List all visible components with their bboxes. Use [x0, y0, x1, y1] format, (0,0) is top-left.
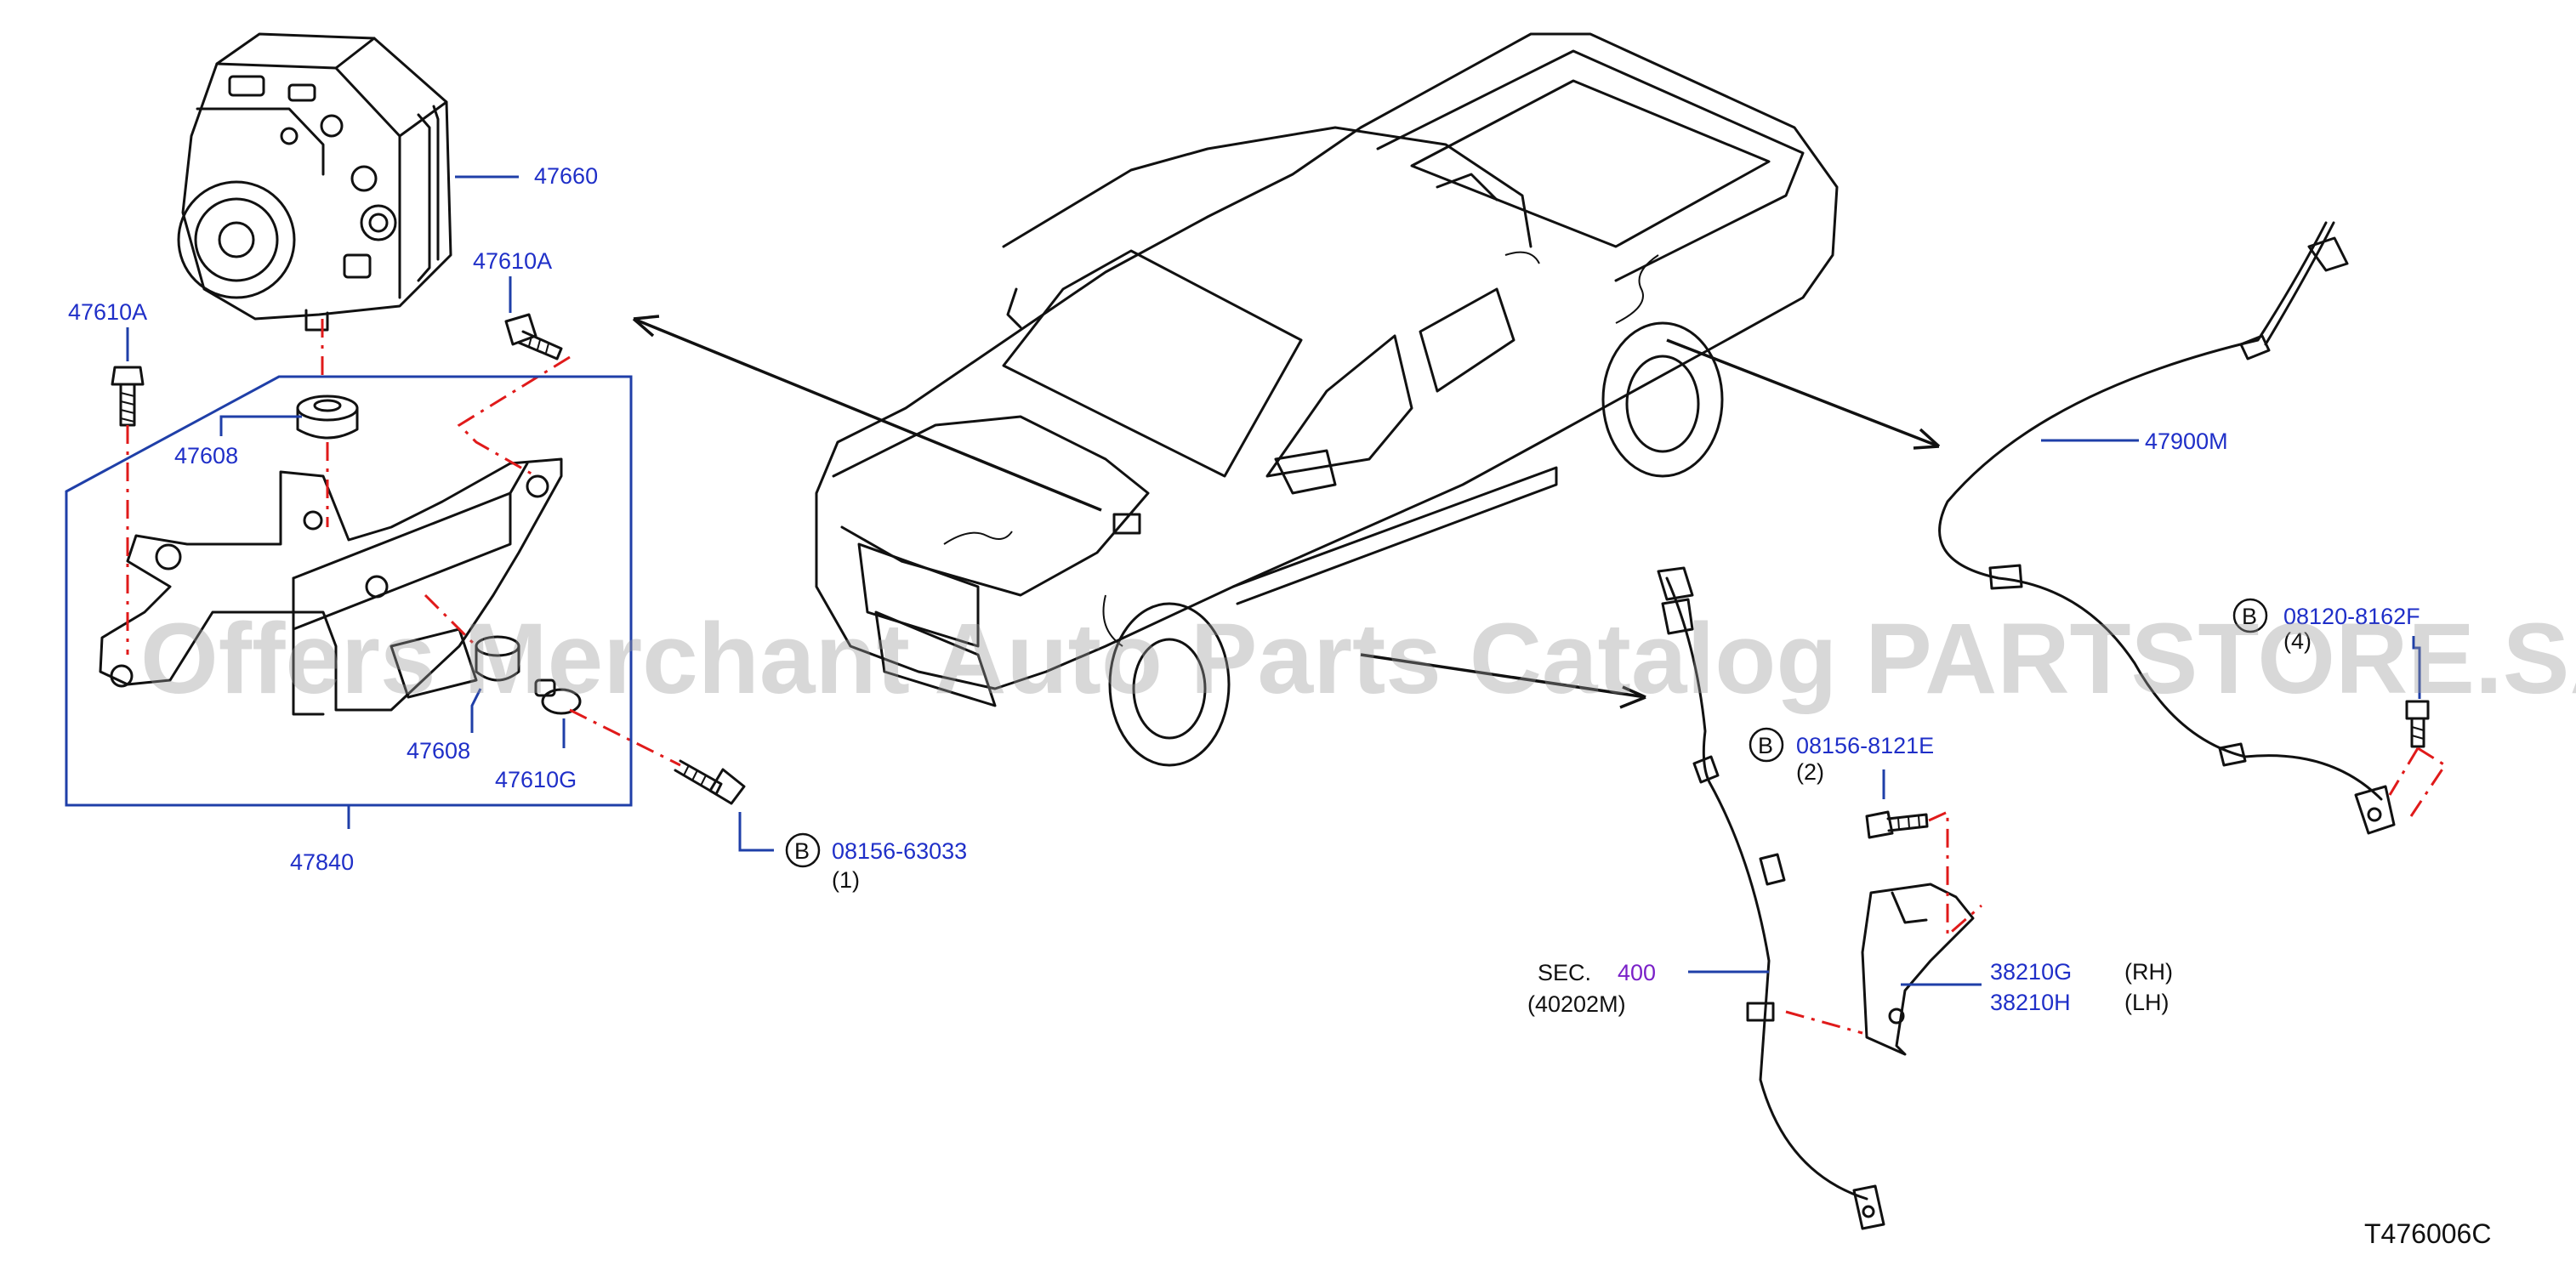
label-47660: 47660	[534, 163, 598, 189]
label-qty-2: (2)	[1796, 759, 1824, 785]
label-08120-8162f: 08120-8162F	[2283, 604, 2420, 629]
label-47900m: 47900M	[2145, 429, 2228, 454]
abs-actuator-unit[interactable]	[177, 32, 452, 332]
label-47610a-right: 47610A	[473, 248, 552, 274]
grommet-47608-bottom[interactable]	[475, 635, 520, 682]
bolt-08156-8121e[interactable]	[1865, 810, 1929, 839]
bolt-47610a-right[interactable]	[504, 313, 563, 360]
location-arrows	[632, 315, 1941, 709]
bolt-badge-2: B	[2232, 598, 2268, 633]
label-47840: 47840	[290, 849, 354, 875]
collar-47610g[interactable]	[534, 678, 582, 715]
label-sec: SEC.	[1538, 960, 1591, 985]
abs-bracket-assembly[interactable]	[99, 457, 563, 716]
label-47610g: 47610G	[495, 767, 577, 792]
pickup-truck-illustration	[815, 32, 1839, 767]
svg-text:B: B	[1758, 733, 1773, 758]
label-rh: (RH)	[2124, 959, 2173, 985]
label-38210g: 38210G	[1990, 959, 2072, 985]
label-08156-63033: 08156-63033	[832, 838, 967, 864]
svg-text:B: B	[2242, 604, 2257, 629]
bracket-group-frame	[65, 375, 633, 807]
callout-leaders	[126, 175, 2421, 986]
label-40202m: (40202M)	[1527, 991, 1626, 1017]
svg-text:B: B	[794, 838, 810, 864]
bolt-08156-63033[interactable]	[674, 759, 746, 805]
label-08156-8121e: 08156-8121E	[1796, 733, 1934, 758]
rear-abs-sensor-harness-47900m[interactable]	[1938, 221, 2396, 835]
front-abs-sensor-sec400[interactable]	[1657, 566, 1885, 1230]
label-47610a-left: 47610A	[68, 299, 147, 325]
label-47608-top: 47608	[174, 443, 238, 468]
label-38210h: 38210H	[1990, 990, 2071, 1015]
grommet-47608-top[interactable]	[296, 395, 359, 440]
bolt-08120-8162f[interactable]	[2405, 700, 2430, 748]
label-47608-bottom: 47608	[407, 738, 470, 764]
bolt-badge-1: B	[785, 832, 821, 868]
sensor-bracket-38210[interactable]	[1861, 883, 1975, 1056]
section-link-400[interactable]: 400	[1618, 960, 1656, 985]
label-qty-4: (4)	[2283, 628, 2312, 654]
diagram-id: T476006C	[2364, 1218, 2491, 1249]
label-qty-1: (1)	[832, 867, 860, 893]
bolt-47610a-left[interactable]	[111, 366, 145, 427]
label-lh: (LH)	[2124, 990, 2169, 1015]
watermark-text: Offers Merchant Auto Parts Catalog PARTS…	[140, 603, 2576, 715]
bolt-badge-3: B	[1749, 727, 1784, 763]
